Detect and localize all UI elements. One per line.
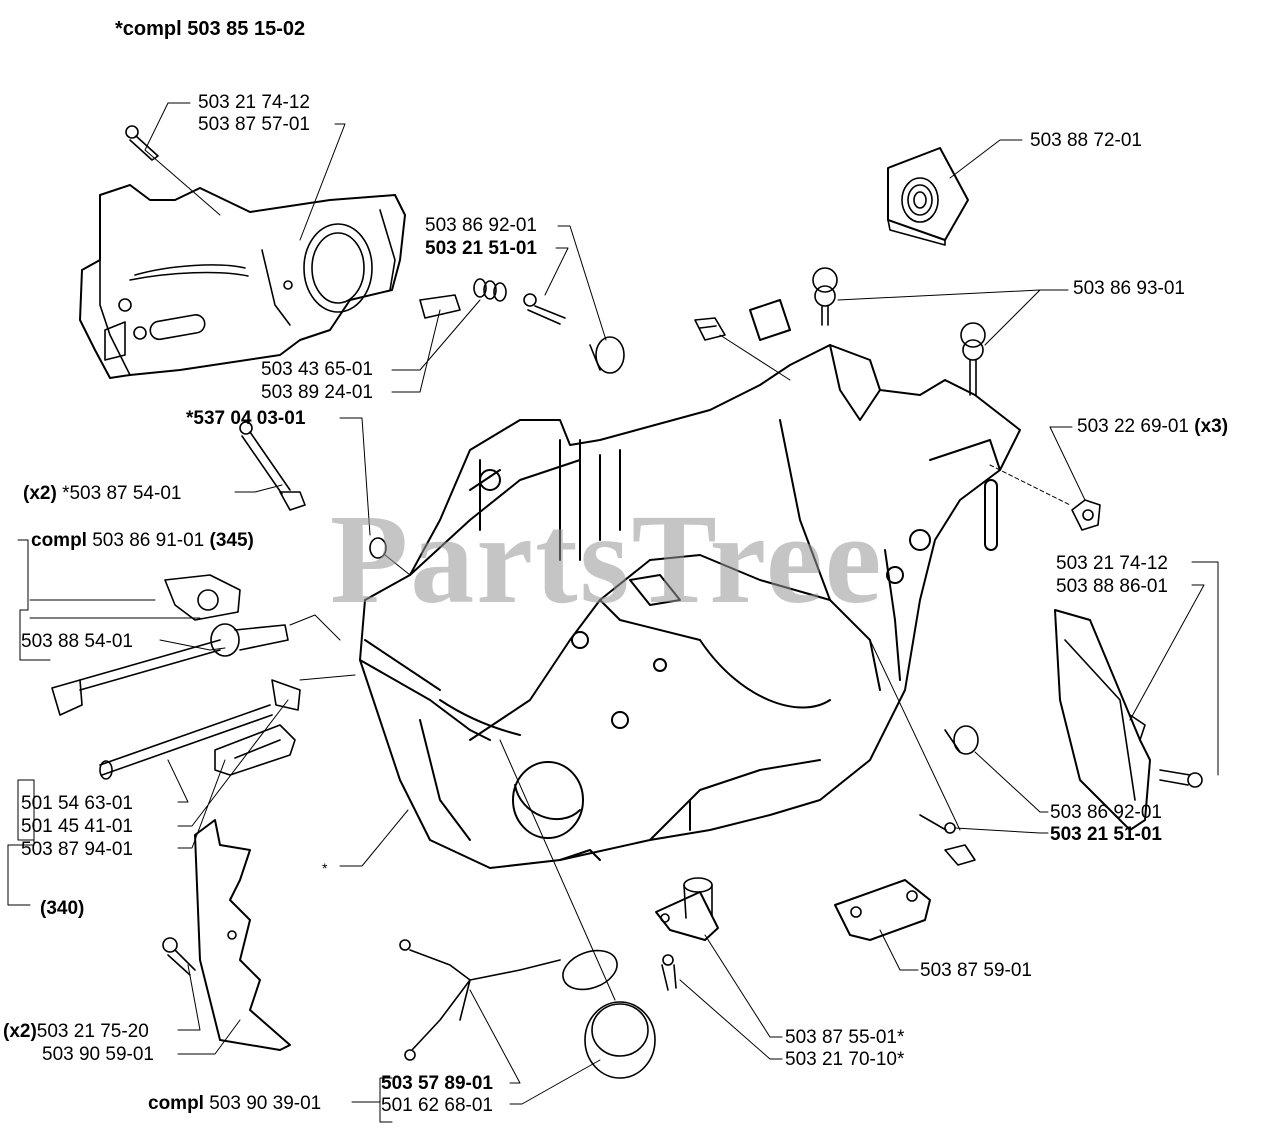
guard-bolt-part <box>1159 769 1203 788</box>
bar-bolt-part <box>239 421 306 511</box>
title-prefix: *compl <box>115 18 182 40</box>
crankcase-part <box>359 299 1021 869</box>
part-label-bold[interactable]: 503 21 51-01 <box>1050 824 1162 845</box>
leader-line <box>544 225 607 341</box>
part-label[interactable]: 503 86 92-01 <box>425 215 537 236</box>
bar-bolt-qty: (x2) <box>23 483 57 504</box>
part-label[interactable]: 503 90 59-01 <box>42 1044 154 1065</box>
leader-line <box>167 699 289 849</box>
nut-label[interactable]: *537 04 03-01 <box>186 407 305 430</box>
strainer-part <box>655 877 719 991</box>
guard-part <box>1054 609 1151 831</box>
part-label[interactable]: 503 21 70-10* <box>785 1049 905 1070</box>
spike-screw-number: 503 21 75-20 <box>36 1021 149 1042</box>
leader-line <box>177 964 241 1055</box>
part-label[interactable]: 501 62 68-01 <box>381 1095 493 1116</box>
leader-line <box>879 929 919 971</box>
clutch-cover-part <box>79 184 406 379</box>
leader-line <box>339 809 409 867</box>
leader-line <box>17 539 51 661</box>
leader-line <box>391 299 481 393</box>
leader-line <box>679 934 783 1060</box>
leader-line <box>299 123 346 241</box>
part-label[interactable]: 503 86 93-01 <box>1073 278 1185 299</box>
leader-line <box>144 102 221 216</box>
clip-qty: (x3) <box>1194 416 1229 437</box>
bracket-part <box>834 879 931 941</box>
cover-plate-part <box>887 147 969 246</box>
tensioner-prefix: compl <box>31 530 87 551</box>
leader-line <box>379 989 601 1123</box>
leader-line <box>1049 426 1086 501</box>
part-label[interactable]: 503 87 94-01 <box>21 839 133 860</box>
part-label[interactable]: 503 88 72-01 <box>1030 130 1142 151</box>
crankcase-mark[interactable]: * <box>322 860 328 876</box>
bar-bolt-label[interactable]: (x2) *503 87 54-01 <box>23 482 181 505</box>
leader-line <box>7 779 35 906</box>
bar-bolt-number: *503 87 54-01 <box>62 483 182 504</box>
leader-line <box>837 289 1069 346</box>
spike-screw-label[interactable]: (x2)503 21 75-20 <box>3 1020 149 1043</box>
part-label[interactable]: 503 86 92-01 <box>1050 802 1162 823</box>
tensioner-345-part <box>51 574 289 716</box>
clutch-cover-bolt-part <box>125 125 159 161</box>
title-number: 503 85 15-02 <box>187 18 306 40</box>
clip-number: 503 22 69-01 <box>1077 416 1189 437</box>
part-label[interactable]: 503 21 74-12 <box>1056 553 1168 574</box>
damper-parts <box>812 267 986 396</box>
clip-label[interactable]: 503 22 69-01 (x3) <box>1077 415 1228 438</box>
part-label[interactable]: 501 54 63-01 <box>21 793 133 814</box>
assembly-title: *compl 503 85 15-02 <box>115 18 305 41</box>
pin-2-part <box>919 725 979 866</box>
part-label[interactable]: 503 87 57-01 <box>198 114 310 135</box>
tensioner-340-model[interactable]: (340) <box>40 898 85 919</box>
cap-number: 503 90 39-01 <box>209 1093 322 1114</box>
part-label[interactable]: 501 45 41-01 <box>21 816 133 837</box>
leader-line <box>289 614 341 641</box>
leader-line <box>351 1101 393 1123</box>
spike-screw-part <box>162 937 196 976</box>
nut-prefix: * <box>186 408 194 429</box>
tensioner-345-label[interactable]: compl 503 86 91-01 (345) <box>31 529 254 552</box>
part-label[interactable]: 503 88 54-01 <box>21 631 133 652</box>
leader-line <box>299 674 356 681</box>
fuel-cap-part <box>399 939 656 1079</box>
leader-line <box>954 751 1049 834</box>
part-label[interactable]: 503 88 86-01 <box>1056 576 1168 597</box>
part-label-bold[interactable]: 503 21 51-01 <box>425 238 537 259</box>
tensioner-340-part <box>99 679 301 780</box>
leader-line <box>949 139 1023 179</box>
part-label[interactable]: 503 87 55-01* <box>785 1027 905 1048</box>
tensioner-number: 503 86 91-01 <box>92 530 205 551</box>
leader-line <box>499 739 616 1001</box>
part-label[interactable]: 503 43 65-01 <box>261 359 373 380</box>
spike-bumper-part <box>194 819 291 1051</box>
nut-part <box>694 317 726 341</box>
part-label[interactable]: 503 89 24-01 <box>261 382 373 403</box>
part-label-bold[interactable]: 503 57 89-01 <box>381 1073 493 1094</box>
spring-parts <box>419 278 507 319</box>
leader-line <box>339 417 371 536</box>
part-label[interactable]: 503 21 74-12 <box>198 92 310 113</box>
fuel-cap-assembly-label[interactable]: compl 503 90 39-01 <box>148 1092 321 1115</box>
leader-line <box>234 484 283 493</box>
clip-part <box>1071 499 1101 531</box>
leader-line <box>869 639 961 831</box>
pin-part <box>523 293 625 374</box>
leader-line <box>29 599 201 619</box>
cap-prefix: compl <box>148 1093 204 1114</box>
leader-line <box>989 464 1071 506</box>
part-label[interactable]: 503 87 59-01 <box>920 960 1032 981</box>
tensioner-model: (345) <box>209 530 254 551</box>
leader-line <box>384 554 411 576</box>
leader-line <box>719 334 791 381</box>
leader-line <box>1129 561 1219 776</box>
nut-number: 537 04 03-01 <box>193 408 306 429</box>
nut-small-part <box>369 537 387 559</box>
spike-qty: (x2) <box>3 1021 37 1042</box>
leader-line <box>159 639 226 651</box>
